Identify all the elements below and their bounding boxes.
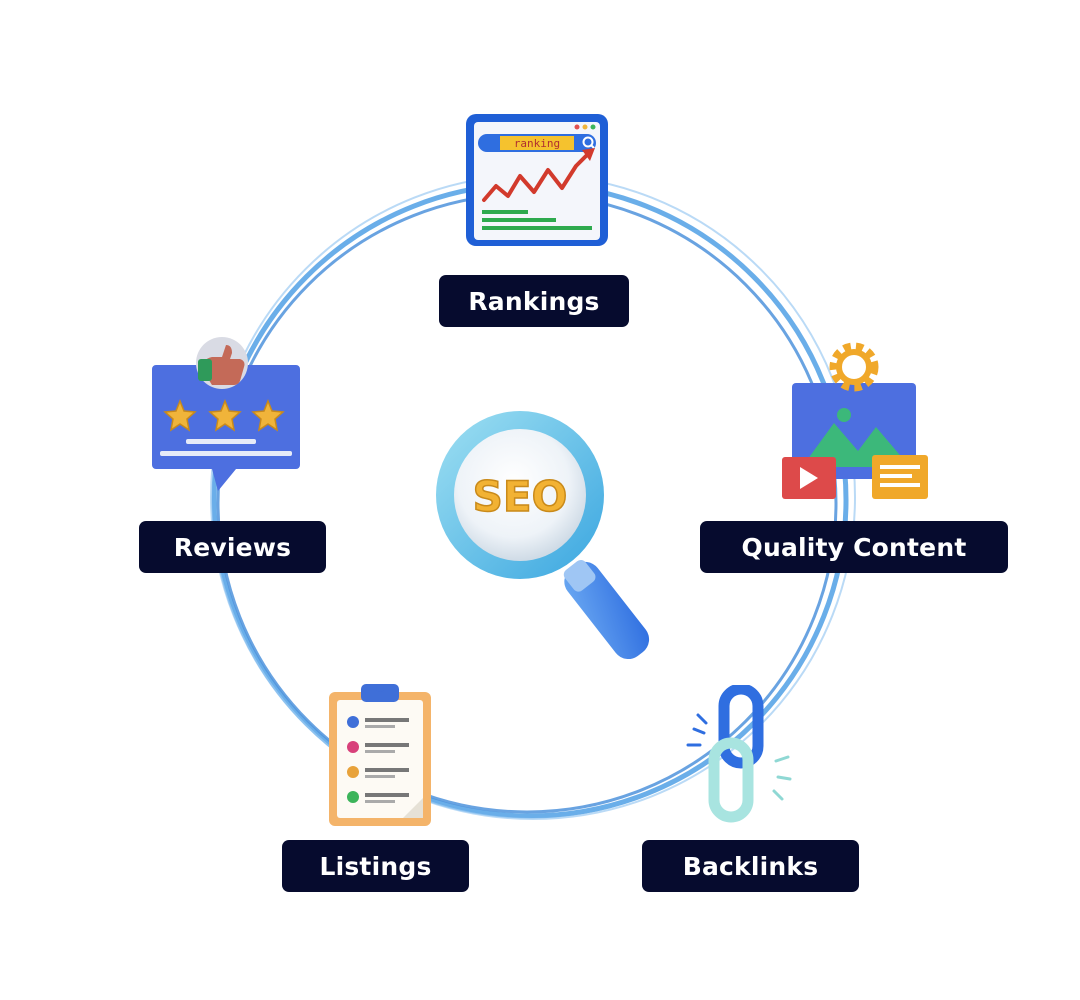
- clipboard-checklist-icon: [329, 684, 431, 826]
- backlinks-label: Backlinks: [642, 840, 859, 892]
- backlinks-label-text: Backlinks: [682, 851, 819, 881]
- quality-content-label-text: Quality Content: [741, 532, 967, 562]
- chain-link-icon: [686, 685, 792, 823]
- reviews-label: Reviews: [139, 521, 326, 573]
- ranking-search-text: ranking: [514, 137, 560, 150]
- seo-center-text: SEO: [473, 472, 568, 521]
- reviews-label-text: Reviews: [173, 532, 292, 562]
- rankings-label-text: Rankings: [468, 286, 600, 316]
- listings-label: Listings: [282, 840, 469, 892]
- magnifying-glass-icon: SEO: [436, 411, 650, 660]
- media-content-icon: [782, 342, 928, 499]
- star-review-icon: [152, 337, 300, 491]
- listings-label-text: Listings: [319, 851, 432, 881]
- ranking-browser-icon: ranking: [466, 114, 608, 246]
- rankings-label: Rankings: [439, 275, 629, 327]
- quality-content-label: Quality Content: [700, 521, 1008, 573]
